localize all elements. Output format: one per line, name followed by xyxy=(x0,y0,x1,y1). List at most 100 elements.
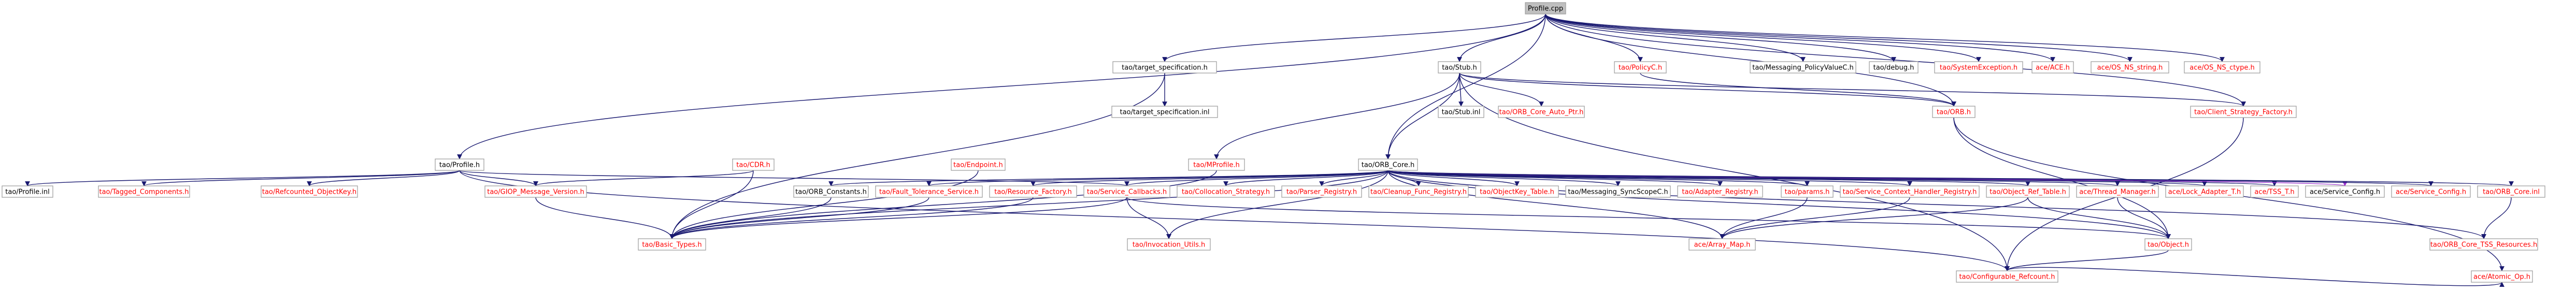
node-client-strategy-factory-h[interactable]: tao/Client_Strategy_Factory.h xyxy=(2190,106,2297,118)
node-os-ns-string-h[interactable]: ace/OS_NS_string.h xyxy=(2091,61,2169,74)
node-box xyxy=(1525,2,1566,15)
node-label: ace/Atomic_Op.h xyxy=(2473,273,2530,281)
edge-n_service_context_handler_registry_h-to-n_array_map_h xyxy=(1720,197,1910,239)
node-box xyxy=(2305,185,2385,198)
node-policyc-h[interactable]: tao/PolicyC.h xyxy=(1614,61,1667,74)
node-orb-core-tss-resources-h[interactable]: tao/ORB_Core_TSS_Resources.h xyxy=(2429,238,2538,251)
edge-n_profile_cpp-to-n_debug_h xyxy=(1545,13,1896,62)
node-cdr-h[interactable]: tao/CDR.h xyxy=(732,158,775,171)
node-adapter-registry-h[interactable]: tao/Adapter_Registry.h xyxy=(1677,185,1763,198)
node-tagged-components-h[interactable]: tao/Tagged_Components.h xyxy=(98,185,190,198)
node-orb-core-h[interactable]: tao/ORB_Core.h xyxy=(1358,158,1418,171)
edge-n_stub_h-to-n_configurable_refcount_h xyxy=(1459,72,2010,271)
edge-n_profile_cpp-to-n_systemexception_h xyxy=(1545,13,1981,62)
node-box xyxy=(1934,61,2023,74)
node-systemexception-h[interactable]: tao/SystemException.h xyxy=(1934,61,2023,74)
node-target-specification-h[interactable]: tao/target_specification.h xyxy=(1112,61,1217,74)
node-box xyxy=(1127,238,1211,251)
node-box xyxy=(2076,185,2159,198)
node-label: ace/Service_Config.h xyxy=(2396,189,2466,196)
edge-n_stub_h-to-n_client_strategy_factory_h xyxy=(1459,72,2246,107)
node-object-ref-table-h[interactable]: tao/Object_Ref_Table.h xyxy=(1986,185,2070,198)
edge-n_mprofile_h-to-n_basic_types_h xyxy=(669,170,1217,239)
node-cleanup-func-registry-h[interactable]: tao/Cleanup_Func_Registry.h xyxy=(1368,185,1469,198)
node-service-config-h-1[interactable]: ace/Service_Config.h xyxy=(2305,185,2385,198)
node-mprofile-h[interactable]: tao/MProfile.h xyxy=(1188,158,1245,171)
edge-n_orb_core_h-to-n_fault_tolerance_service_h xyxy=(926,170,1389,186)
node-box xyxy=(1438,106,1484,118)
node-resource-factory-h[interactable]: tao/Resource_Factory.h xyxy=(989,185,1077,198)
node-label: tao/target_specification.inl xyxy=(1120,109,1209,117)
node-fault-tolerance-service-h[interactable]: tao/Fault_Tolerance_Service.h xyxy=(875,185,983,198)
node-service-context-handler-registry-h[interactable]: tao/Service_Context_Handler_Registry.h xyxy=(1840,185,1980,198)
edge-n_endpoint_h-to-n_basic_types_h xyxy=(669,170,979,239)
node-box xyxy=(1750,61,1856,74)
node-collocation-strategy-h[interactable]: tao/Collocation_Strategy.h xyxy=(1177,185,1275,198)
node-messaging-syncscopec-h[interactable]: tao/Messaging_SyncScopeC.h xyxy=(1565,185,1671,198)
edge-n_orb_core_h-to-n_resource_factory_h xyxy=(1031,170,1389,186)
node-giop-message-version-h[interactable]: tao/GIOP_Message_Version.h xyxy=(484,185,587,198)
node-box xyxy=(2144,238,2192,251)
edge-n_orb_core_h-to-n_orb_core_inl xyxy=(1387,170,2513,186)
node-atomic-op-h[interactable]: ace/Atomic_Op.h xyxy=(2471,270,2533,283)
node-refcounted-objectkey-h[interactable]: tao/Refcounted_ObjectKey.h xyxy=(261,185,358,198)
node-basic-types-h[interactable]: tao/Basic_Types.h xyxy=(638,238,706,251)
edge-n_cdr_h-to-n_giop_message_version_h xyxy=(533,170,754,186)
node-box xyxy=(2184,61,2260,74)
node-profile-h[interactable]: tao/Profile.h xyxy=(435,158,484,171)
node-profile-inl[interactable]: tao/Profile.inl xyxy=(2,185,53,198)
edge-n_profile_cpp-to-n_orb_core_h xyxy=(1385,13,1546,160)
node-layer: Profile.cpp tao/target_specification.h t… xyxy=(2,2,2545,283)
edge-n_profile_cpp-to-n_os_ns_string_h xyxy=(1545,13,2133,62)
node-stub-h[interactable]: tao/Stub.h xyxy=(1438,61,1481,74)
edge-n_params_h-to-n_array_map_h xyxy=(1720,197,1808,239)
node-array-map-h[interactable]: ace/Array_Map.h xyxy=(1688,238,1756,251)
node-orb-core-inl[interactable]: tao/ORB_Core.inl xyxy=(2477,185,2545,198)
node-label: tao/ORB_Core_Auto_Ptr.h xyxy=(1499,109,1584,117)
edge-n_profile_cpp-to-n_client_strategy_factory_h xyxy=(1545,13,2246,107)
edge-n_object_ref_table_h-to-n_array_map_h xyxy=(1720,197,2028,239)
node-box xyxy=(2391,185,2471,198)
node-objectkey-table-h[interactable]: tao/ObjectKey_Table.h xyxy=(1475,185,1559,198)
node-orb-h[interactable]: tao/ORB.h xyxy=(1932,106,1976,118)
node-lock-adapter-t-h[interactable]: ace/Lock_Adapter_T.h xyxy=(2165,185,2244,198)
edge-n_orb_core_h-to-n_messaging_syncscopec_h xyxy=(1387,170,1621,186)
node-thread-manager-h[interactable]: ace/Thread_Manager.h xyxy=(2076,185,2159,198)
node-ace-h[interactable]: ace/ACE.h xyxy=(2031,61,2074,74)
node-label: ace/OS_NS_ctype.h xyxy=(2189,64,2255,72)
node-messaging-policyvaluec-h[interactable]: tao/Messaging_PolicyValueC.h xyxy=(1750,61,1856,74)
node-label: tao/Stub.h xyxy=(1442,64,1477,72)
node-label: tao/ORB.h xyxy=(1937,109,1971,117)
node-stub-inl[interactable]: tao/Stub.inl xyxy=(1438,106,1484,118)
edge-n_fault_tolerance_service_h-to-n_basic_types_h xyxy=(669,197,929,239)
node-label: tao/PolicyC.h xyxy=(1619,64,1662,72)
node-target-specification-inl[interactable]: tao/target_specification.inl xyxy=(1111,106,1218,118)
node-endpoint-h[interactable]: tao/Endpoint.h xyxy=(951,158,1006,171)
node-label: tao/Parser_Registry.h xyxy=(1286,189,1357,196)
node-orb-core-auto-ptr-h[interactable]: tao/ORB_Core_Auto_Ptr.h xyxy=(1498,106,1585,118)
edge-n_profile_h-to-n_tagged_components_h xyxy=(141,170,460,186)
node-orb-constants-h[interactable]: tao/ORB_Constants.h xyxy=(793,185,869,198)
node-configurable-refcount-h[interactable]: tao/Configurable_Refcount.h xyxy=(1956,270,2058,283)
node-os-ns-ctype-h[interactable]: ace/OS_NS_ctype.h xyxy=(2184,61,2260,74)
node-box xyxy=(1438,61,1481,74)
node-params-h[interactable]: tao/params.h xyxy=(1781,185,1834,198)
edge-n_orb_constants_h-to-n_basic_types_h xyxy=(669,197,832,239)
node-parser-registry-h[interactable]: tao/Parser_Registry.h xyxy=(1281,185,1362,198)
edge-n_service_callbacks_h-to-n_basic_types_h xyxy=(669,197,1127,239)
node-object-h[interactable]: tao/Object.h xyxy=(2144,238,2192,251)
edge-n_stub_h-to-n_mprofile_h xyxy=(1214,72,1460,160)
node-label: tao/Profile.inl xyxy=(5,189,49,196)
edge-layer xyxy=(25,13,2513,287)
node-label: tao/Refcounted_ObjectKey.h xyxy=(262,189,356,196)
node-service-config-h-2[interactable]: ace/Service_Config.h xyxy=(2391,185,2471,198)
node-service-callbacks-h[interactable]: tao/Service_Callbacks.h xyxy=(1083,185,1170,198)
node-profile-cpp[interactable]: Profile.cpp xyxy=(1525,2,1566,15)
node-label: tao/GIOP_Message_Version.h xyxy=(487,189,584,196)
node-label: tao/ORB_Core_TSS_Resources.h xyxy=(2430,241,2537,249)
node-box xyxy=(1111,106,1218,118)
node-label: tao/Messaging_PolicyValueC.h xyxy=(1752,64,1854,72)
node-invocation-utils-h[interactable]: tao/Invocation_Utils.h xyxy=(1127,238,1211,251)
node-debug-h[interactable]: tao/debug.h xyxy=(1869,61,1919,74)
node-tss-t-h[interactable]: ace/TSS_T.h xyxy=(2250,185,2299,198)
